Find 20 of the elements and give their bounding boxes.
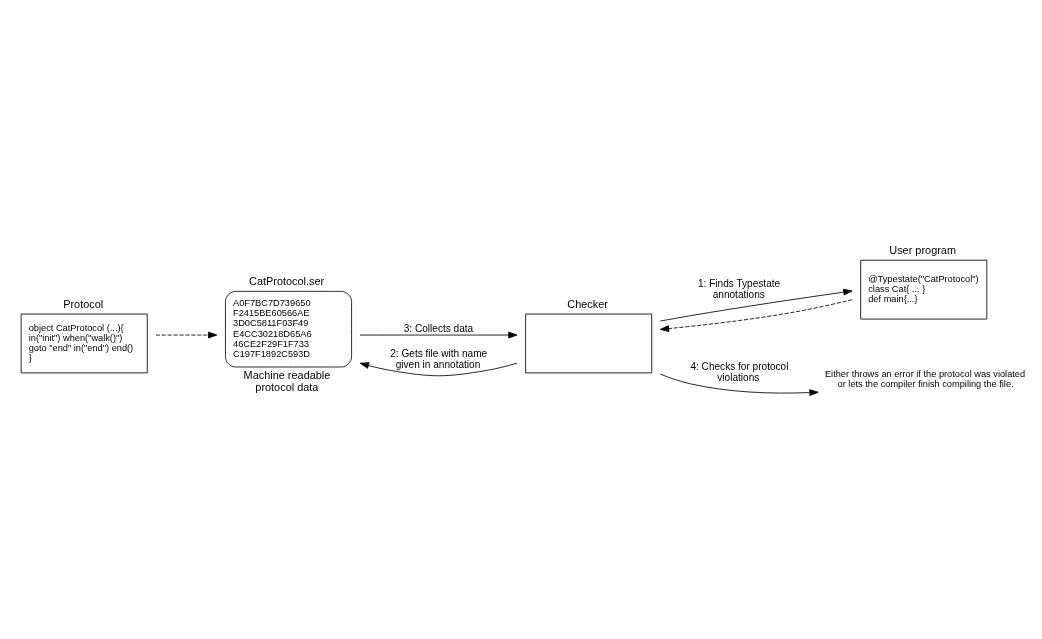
arrow bbox=[659, 288, 853, 322]
edge-label: 2: Gets file with name given in annotation bbox=[390, 347, 488, 370]
edge-label: 3: Collects data bbox=[403, 323, 474, 335]
node-label: Checker bbox=[567, 297, 608, 310]
node-text: Either throws an error if the protocol was violated or lets the compiler finish compiling the file. bbox=[824, 368, 1026, 390]
edge-label: 1: Finds Typestate annotations bbox=[697, 277, 781, 300]
arrow bbox=[659, 373, 819, 396]
arrow bbox=[359, 362, 518, 377]
node-box: A0F7BC7D739650 F2415BE60566AE 3D0C5811F03F49 E4CC30218D65A6 46CE2F29F1F733 C197F1892C593D bbox=[225, 290, 352, 368]
node-label: User program bbox=[889, 243, 957, 256]
node-box bbox=[525, 313, 653, 374]
edge-label: 4: Checks for protocol violations bbox=[690, 361, 789, 383]
arrow bbox=[659, 299, 853, 332]
node-box: object CatProtocol (...){ in("init") when("walk()") goto "end" in("end") end() } bbox=[20, 313, 148, 374]
node-label: Machine readable protocol data bbox=[243, 369, 331, 393]
node-box: @Typestate("CatProtocol") class Cat{ ... } def main{...} bbox=[860, 259, 988, 320]
node-label: Protocol bbox=[63, 297, 104, 310]
node-label: CatProtocol.ser bbox=[249, 274, 325, 287]
arrow bbox=[155, 331, 218, 339]
arrow bbox=[359, 331, 518, 339]
